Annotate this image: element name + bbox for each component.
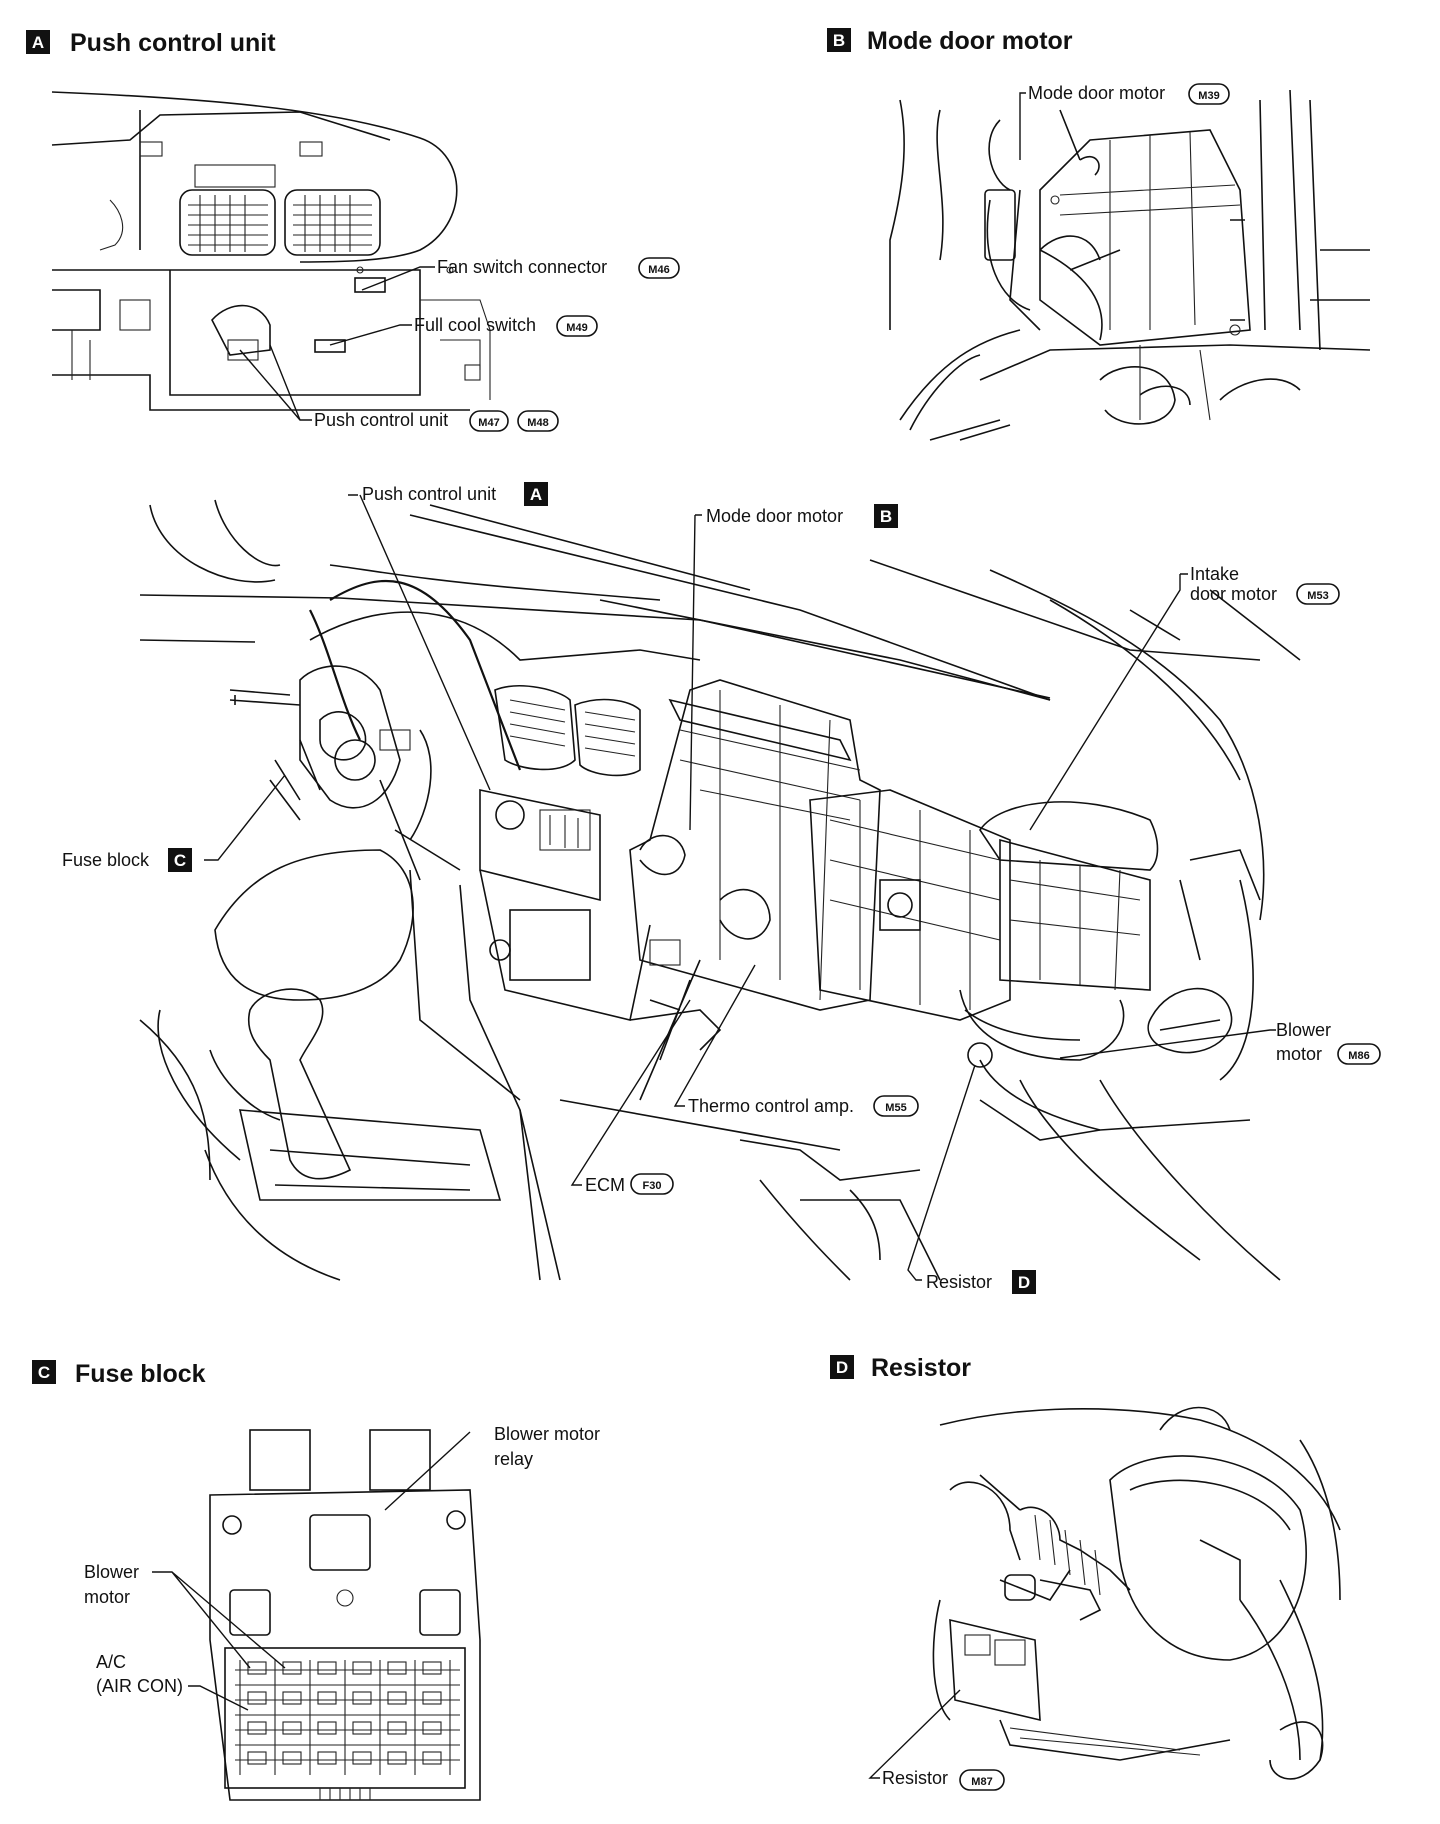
fuse-block-leader	[204, 774, 286, 861]
panel-c-title: Fuse block	[75, 1360, 206, 1388]
thermo-control-amp-label: Thermo control amp.	[688, 1096, 854, 1116]
panel-b-badge-letter: B	[833, 31, 845, 50]
connector-m48-text: M48	[527, 417, 548, 429]
ac-fuse-label-line2: (AIR CON)	[96, 1676, 183, 1696]
push-control-unit-label-a: Push control unit	[314, 410, 448, 430]
connector-m46-text: M46	[648, 264, 669, 276]
resistor-label-d: Resistor	[882, 1768, 948, 1788]
connector-m87-text: M87	[971, 1776, 992, 1788]
panel-d-labels: Resistor M87	[868, 1689, 1005, 1791]
fuse-array	[235, 1660, 460, 1775]
connector-badge-m53	[1296, 583, 1340, 605]
connector-m86-text: M86	[1348, 1050, 1369, 1062]
panel-a-illustration	[51, 91, 491, 411]
panel-a-title: Push control unit	[70, 29, 276, 57]
panel-b-badge	[827, 28, 851, 52]
panel-b-labels: Mode door motor M39	[1019, 83, 1230, 160]
panel-c-badge	[32, 1360, 56, 1384]
overview-illustration	[139, 499, 1301, 1281]
mode-door-motor-label-overview: Mode door motor	[706, 506, 843, 526]
ac-fuse-leader	[188, 1685, 249, 1711]
connector-m49-text: M49	[566, 322, 587, 334]
blower-motor-fuse-label-line1: Blower	[84, 1562, 139, 1582]
thermo-leader	[673, 964, 756, 1107]
resistor-leader-overview	[907, 1064, 976, 1281]
ref-badge-b	[874, 504, 898, 528]
panel-a: A Push control unit	[26, 29, 680, 432]
ref-badge-c-letter: C	[174, 851, 186, 870]
connector-m55-text: M55	[885, 1102, 906, 1114]
ref-badge-b-letter: B	[880, 507, 892, 526]
ref-badge-d	[1012, 1270, 1036, 1294]
overview-labels: Push control unit A Mode door motor B In…	[62, 482, 1381, 1294]
ecm-leader	[570, 999, 691, 1186]
panel-a-badge-letter: A	[32, 33, 44, 52]
connector-f30-text: F30	[643, 1180, 662, 1192]
blower-motor-relay	[309, 1514, 371, 1571]
blower-motor-relay-label-line1: Blower motor	[494, 1424, 600, 1444]
panel-d: D Resistor Resistor	[830, 1354, 1341, 1791]
connector-badge-m46	[638, 257, 680, 279]
ecm-label: ECM	[585, 1175, 625, 1195]
panel-b-illustration	[889, 89, 1371, 441]
ref-badge-a-letter: A	[530, 485, 542, 504]
connector-badge-m49	[556, 315, 598, 337]
mode-door-leader-overview	[689, 514, 702, 831]
connector-m47-text: M47	[478, 417, 499, 429]
fan-switch-connector-label: Fan switch connector	[437, 257, 607, 277]
intake-leader	[1029, 573, 1188, 831]
blower-motor-relay-label-line2: relay	[494, 1449, 533, 1469]
ref-badge-d-letter: D	[1018, 1273, 1030, 1292]
blower-fuse-leader	[152, 1571, 286, 1669]
connector-badge-f30	[630, 1173, 674, 1195]
mode-door-leader-b	[1019, 92, 1026, 160]
panel-a-badge	[26, 30, 50, 54]
resistor-body	[949, 1618, 1041, 1722]
connector-m39-text: M39	[1198, 90, 1219, 102]
fan-switch-leader	[361, 266, 435, 291]
full-cool-leader	[329, 324, 412, 346]
connector-badge-m87	[959, 1769, 1005, 1791]
blower-leader-overview	[1059, 1029, 1276, 1059]
blower-motor-label-overview-line2: motor	[1276, 1044, 1322, 1064]
fuse-block-label-overview: Fuse block	[62, 850, 150, 870]
full-cool-switch-label: Full cool switch	[414, 315, 536, 335]
relay-leader	[384, 1431, 471, 1511]
push-control-leader-overview	[348, 494, 491, 791]
panel-d-badge-letter: D	[836, 1358, 848, 1377]
blower-motor-fuse-label-line2: motor	[84, 1587, 130, 1607]
blower-motor-label-overview-line1: Blower	[1276, 1020, 1331, 1040]
ref-badge-c	[168, 848, 192, 872]
resistor-illustration	[932, 1406, 1341, 1780]
panel-c-labels: Blower motor relay Blower motor A/C (AIR…	[84, 1424, 600, 1711]
intake-door-motor-label-line2: door motor	[1190, 584, 1277, 604]
panel-b: B Mode door motor M	[827, 27, 1371, 441]
mode-door-motor-label-b: Mode door motor	[1028, 83, 1165, 103]
panel-a-labels: Fan switch connector M46 Full cool switc…	[239, 257, 680, 432]
resistor-label-overview: Resistor	[926, 1272, 992, 1292]
connector-badge-m48	[517, 410, 559, 432]
overview-dashboard: Push control unit A Mode door motor B In…	[62, 482, 1381, 1294]
push-control-leader	[239, 344, 312, 421]
resistor-leader-d	[868, 1689, 961, 1779]
panel-d-title: Resistor	[871, 1354, 971, 1382]
connector-badge-m86	[1337, 1043, 1381, 1065]
panel-d-badge	[830, 1355, 854, 1379]
ac-fuse-label-line1: A/C	[96, 1652, 126, 1672]
connector-badge-m39	[1188, 83, 1230, 105]
push-control-unit-label-overview: Push control unit	[362, 484, 496, 504]
ref-badge-a	[524, 482, 548, 506]
connector-badge-m47	[469, 410, 509, 432]
panel-c-badge-letter: C	[38, 1363, 50, 1382]
connector-m53-text: M53	[1307, 590, 1328, 602]
panel-b-title: Mode door motor	[867, 27, 1073, 55]
panel-c: C Fuse block	[32, 1360, 600, 1801]
intake-door-motor-label-line1: Intake	[1190, 564, 1239, 584]
connector-badge-m55	[873, 1095, 919, 1117]
fuse-block-illustration	[209, 1429, 481, 1801]
